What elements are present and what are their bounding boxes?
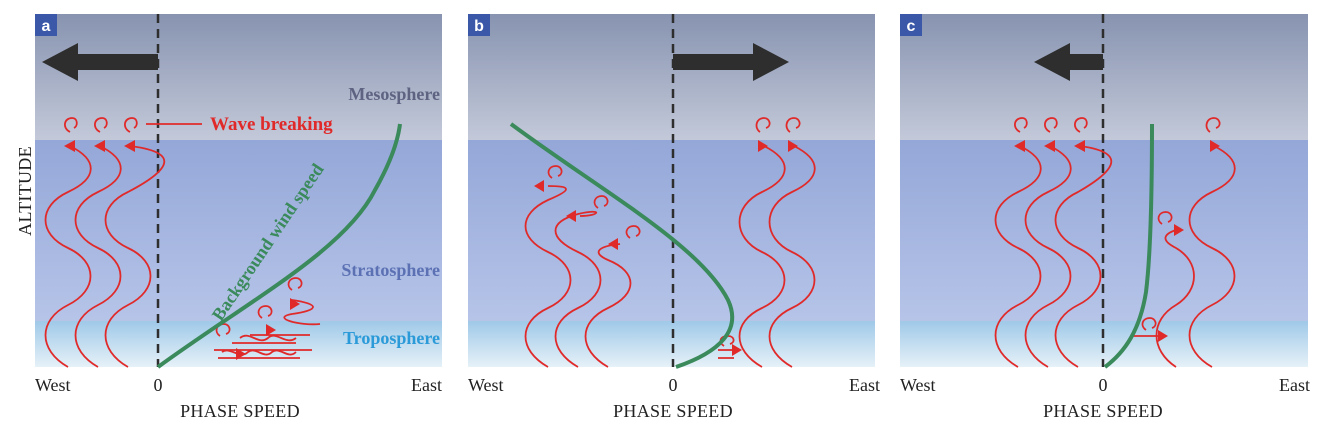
troposphere-band — [468, 321, 875, 367]
wave-breaking-curl — [547, 165, 563, 179]
wave-breaking-curl — [124, 117, 138, 133]
wave-train — [524, 185, 572, 368]
wave-breaking-label: Wave breaking — [210, 114, 333, 135]
panel-letter: a — [42, 18, 51, 35]
x-axis-title: PHASE SPEED — [613, 401, 733, 421]
background-wind-curve — [509, 122, 735, 369]
panel-c: c West 0 East — [900, 14, 1310, 421]
wave-breaking-curl — [257, 305, 273, 319]
wave-arrowheads — [64, 140, 300, 360]
mesosphere-band — [468, 14, 875, 140]
panel-label-box — [35, 14, 57, 36]
wave-train — [1054, 145, 1113, 368]
stratosphere-label: Stratosphere — [341, 260, 440, 280]
stratosphere-band — [35, 140, 442, 321]
flow-arrow-west — [1034, 43, 1103, 81]
x-axis-title: PHASE SPEED — [180, 401, 300, 421]
wave-train — [104, 145, 166, 368]
east-label: East — [1279, 375, 1310, 395]
wave-arrowheads — [534, 140, 798, 356]
panel-label-box — [468, 14, 490, 36]
east-label: East — [411, 375, 442, 395]
east-label: East — [849, 375, 880, 395]
short-wave-train — [221, 349, 297, 356]
mesosphere-band — [35, 14, 442, 140]
flow-arrow-east — [673, 43, 789, 81]
wave-breaking-curl — [1205, 117, 1221, 133]
wave-train — [1188, 145, 1236, 368]
wave-breaking-curl — [1141, 317, 1157, 331]
waves-westward — [44, 117, 321, 368]
wave-breaking-curl — [785, 117, 801, 133]
background-wind-curve — [156, 123, 402, 369]
wave-train — [738, 145, 786, 368]
panel-a: a Mesosphere Stratosphere Troposphere — [35, 14, 442, 421]
west-label: West — [35, 375, 71, 395]
wave-breaking-curl — [1157, 211, 1173, 225]
panel-b: b West 0 — [468, 14, 880, 421]
wave-breaking-curl — [287, 277, 303, 291]
wave-arrowheads — [1014, 140, 1220, 342]
wave-breaking-curl — [1044, 117, 1058, 133]
stratosphere-band — [468, 140, 875, 321]
wave-breaking-curl — [625, 225, 641, 239]
west-label: West — [468, 375, 504, 395]
wave-train — [44, 145, 92, 368]
zero-label: 0 — [669, 375, 678, 395]
panel-label-box — [900, 14, 922, 36]
troposphere-band — [35, 321, 442, 367]
zero-label: 0 — [154, 375, 163, 395]
x-axis-title: PHASE SPEED — [1043, 401, 1163, 421]
wave-train — [1024, 145, 1072, 368]
wave-train — [584, 243, 632, 368]
zero-label: 0 — [1099, 375, 1108, 395]
panel-letter: c — [907, 18, 916, 35]
short-wave-train — [214, 334, 312, 359]
wave-breaking-curl — [215, 323, 231, 337]
west-label: West — [900, 375, 936, 395]
wave-breaking-curl — [593, 195, 609, 209]
wave-train — [1155, 229, 1195, 368]
short-wave-train — [239, 334, 297, 342]
flow-arrow-west — [42, 43, 158, 81]
background-wind-curve — [1103, 123, 1154, 369]
waves-mixed — [524, 117, 816, 368]
wave-train — [74, 145, 122, 368]
waves-mixed — [994, 117, 1236, 368]
wave-train — [554, 210, 602, 368]
wave-breaking-curl — [1014, 117, 1028, 133]
wave-train — [994, 145, 1042, 368]
mesosphere-label: Mesosphere — [348, 84, 440, 104]
panel-letter: b — [474, 18, 484, 35]
wave-breaking-curl — [755, 117, 771, 133]
wave-train — [283, 299, 321, 326]
y-axis-title: ALTITUDE — [15, 146, 35, 236]
wave-train — [768, 145, 816, 368]
wave-breaking-curl — [1074, 117, 1088, 133]
wave-breaking-curl — [94, 117, 108, 133]
troposphere-label: Troposphere — [343, 328, 440, 348]
wave-breaking-curl — [64, 117, 78, 133]
